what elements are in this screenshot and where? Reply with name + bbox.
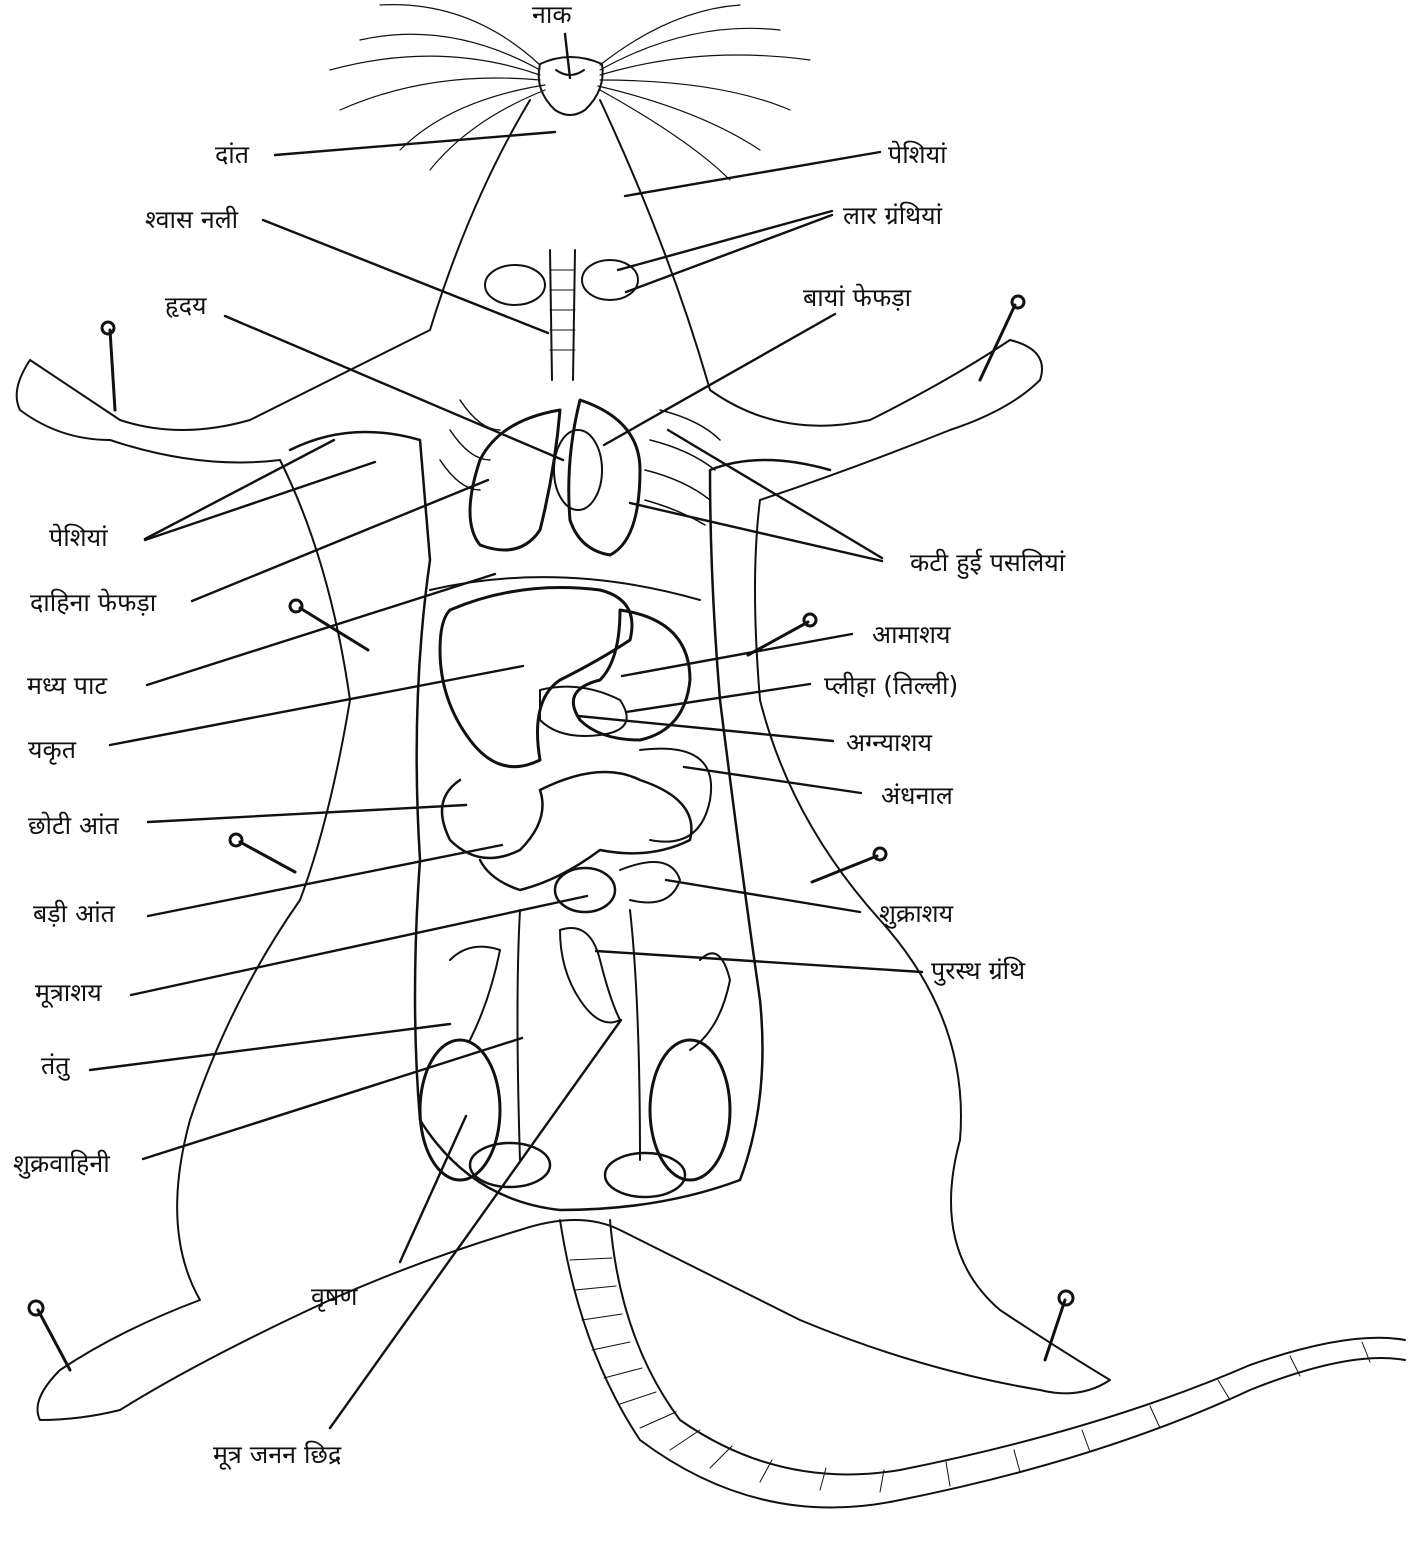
label-andhnal: अंधनाल — [881, 782, 953, 810]
label-aamashay: आमाशय — [872, 621, 950, 649]
leader-andhnal — [684, 767, 861, 793]
label-hriday: हृदय — [165, 292, 207, 320]
leader-pursth-granthi — [596, 951, 922, 972]
label-kati-pasliyan: कटी हुई पसलियां — [910, 549, 1065, 577]
label-shukrashay: शुक्राशय — [879, 900, 953, 928]
label-yakrit: यकृत — [28, 736, 76, 764]
leader-tantu — [90, 1024, 450, 1070]
label-peshiyan-top: पेशियां — [888, 141, 947, 169]
label-naak: नाक — [532, 1, 572, 29]
label-mutrashay: मूत्राशय — [35, 979, 102, 1007]
leader-laar-2 — [626, 215, 832, 292]
leader-shwas-nali — [263, 220, 548, 333]
leader-mutrashay — [131, 896, 587, 995]
leader-agnyashay — [578, 716, 833, 741]
label-peshiyan-left: पेशियां — [49, 524, 108, 552]
label-daant: दांत — [215, 141, 249, 169]
leader-naak — [565, 34, 570, 78]
leader-shukrashay — [666, 880, 860, 912]
label-dahina-phephda: दाहिना फेफड़ा — [30, 589, 156, 617]
leader-aamashay — [622, 634, 852, 676]
label-chhoti-aant: छोटी आंत — [28, 812, 119, 840]
leader-dahina-phephda — [192, 480, 488, 601]
label-bayan-phephda: बायां फेफड़ा — [803, 284, 911, 312]
label-shwas-nali: श्वास नली — [145, 206, 238, 234]
label-tantu: तंतु — [41, 1052, 70, 1080]
leader-mutra-janan — [330, 1020, 621, 1428]
leader-vrishan — [400, 1116, 466, 1262]
label-vrishan: वृषण — [311, 1283, 357, 1311]
leader-badi-aant — [148, 845, 502, 916]
leader-daant — [275, 132, 555, 155]
label-pliha: प्लीहा (तिल्ली) — [824, 672, 958, 700]
leader-bayan-phephda — [604, 314, 835, 445]
label-pursth-granthi: पुरस्थ ग्रंथि — [931, 957, 1025, 985]
leader-laar-1 — [618, 211, 832, 270]
label-madhya-paat: मध्य पाट — [27, 672, 107, 700]
label-agnyashay: अग्न्याशय — [846, 729, 932, 757]
leader-kati-2 — [630, 503, 882, 561]
leader-madhya-paat — [147, 574, 495, 685]
leader-peshiyan-top — [625, 152, 880, 196]
label-laar-granthiyan: लार ग्रंथियां — [843, 202, 942, 230]
label-mutra-janan-chhidra: मूत्र जनन छिद्र — [213, 1441, 341, 1469]
leader-peshiyan-left-1 — [145, 440, 334, 539]
label-shukravahini: शुक्रवाहिनी — [13, 1150, 110, 1178]
leader-hriday — [225, 316, 563, 460]
leader-chhoti-aant — [148, 805, 466, 822]
leader-kati-1 — [668, 430, 882, 558]
label-badi-aant: बड़ी आंत — [33, 900, 115, 928]
leader-peshiyan-left-2 — [145, 462, 375, 540]
leader-pliha — [626, 684, 810, 712]
